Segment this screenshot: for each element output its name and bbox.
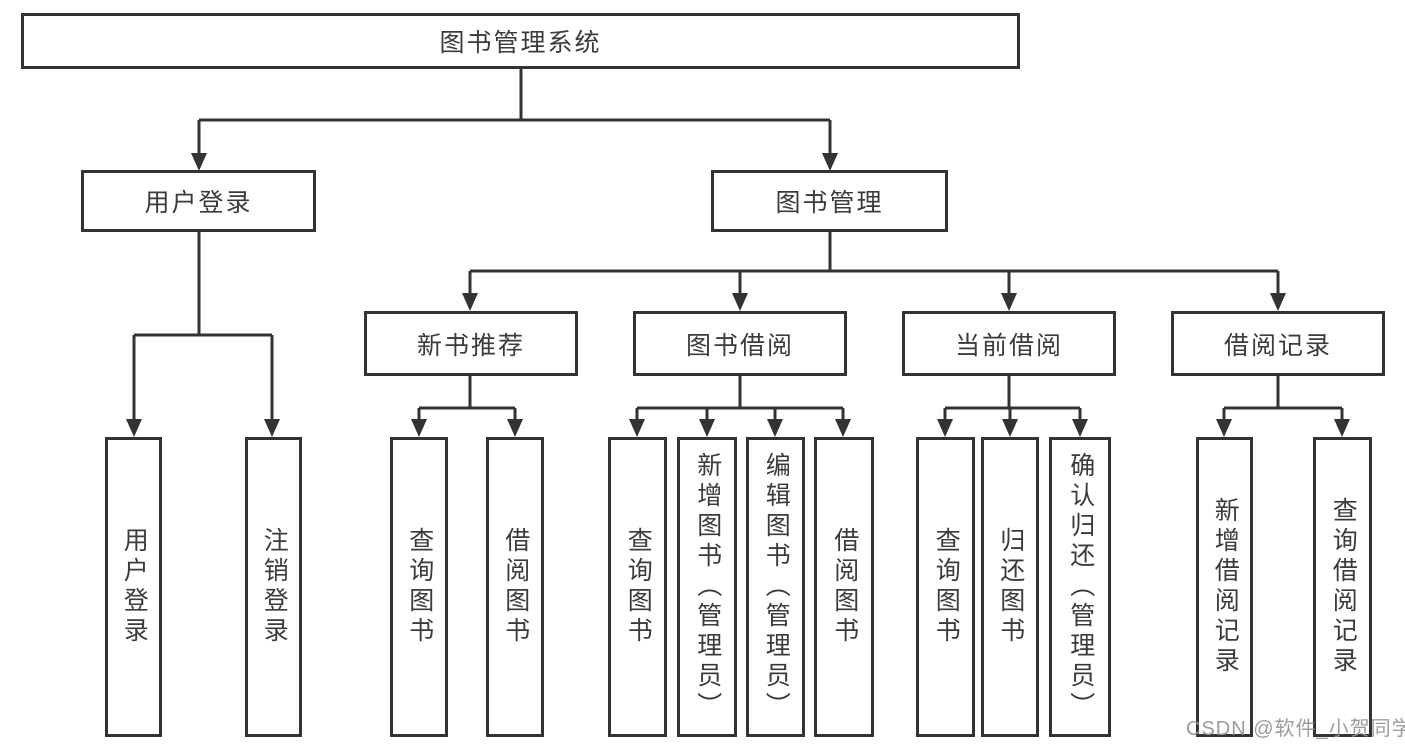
- connector-line: [635, 376, 845, 421]
- node-bb-query-books: 查询图书: [608, 437, 667, 737]
- arrow-down-icon: [507, 419, 523, 437]
- node-bb-edit-books-admin: 编辑图书（管理员）: [746, 437, 805, 737]
- connector-borrowing-records-to-leaves: [1216, 376, 1350, 437]
- node-bb-borrow-books: 借阅图书: [814, 437, 874, 737]
- node-library-management-system: 图书管理系统: [21, 13, 1020, 69]
- node-label: 查询借阅记录: [1329, 497, 1358, 677]
- node-current-borrowing: 当前借阅: [902, 311, 1116, 376]
- node-label: 确认归还（管理员）: [1066, 452, 1095, 722]
- node-rec-borrow-books: 借阅图书: [486, 437, 544, 737]
- node-user-login: 用户登录: [81, 170, 316, 232]
- node-label: 查询图书: [932, 527, 961, 647]
- connector-book-management-to-level3: [462, 232, 1286, 311]
- arrow-down-icon: [126, 419, 142, 437]
- arrow-down-icon: [822, 153, 838, 171]
- node-label: 借阅图书: [501, 527, 530, 647]
- csdn-watermark: CSDN @软件_小贺同学: [1186, 718, 1405, 740]
- node-label: 归还图书: [996, 527, 1025, 647]
- arrow-down-icon: [1001, 293, 1017, 311]
- node-label: 编辑图书（管理员）: [762, 452, 791, 722]
- arrow-down-icon: [767, 419, 783, 437]
- node-label: 新增借阅记录: [1211, 497, 1240, 677]
- arrow-down-icon: [1334, 419, 1350, 437]
- node-cb-confirm-return-admin: 确认归还（管理员）: [1049, 437, 1111, 737]
- node-rec-query-books: 查询图书: [390, 437, 448, 737]
- node-new-book-recommendation: 新书推荐: [364, 311, 578, 376]
- node-cb-query-books: 查询图书: [916, 437, 975, 737]
- connector-current-borrowing-to-leaves: [937, 376, 1088, 437]
- connector-line: [1222, 376, 1344, 421]
- arrow-down-icon: [1002, 419, 1018, 437]
- arrow-down-icon: [264, 419, 280, 437]
- connector-line: [943, 376, 1082, 421]
- node-label: 借阅图书: [830, 527, 859, 647]
- node-leaf-logout: 注销登录: [245, 437, 302, 737]
- node-label: 注销登录: [260, 527, 289, 647]
- connector-new-book-rec-to-leaves: [411, 376, 523, 437]
- arrow-down-icon: [1270, 293, 1286, 311]
- node-label: 新增图书（管理员）: [693, 452, 722, 722]
- connector-line: [197, 69, 832, 154]
- node-label: 查询图书: [405, 527, 434, 647]
- node-leaf-user-login: 用户登录: [105, 437, 162, 737]
- connector-user-login-to-leaves: [126, 232, 280, 437]
- arrow-down-icon: [937, 419, 953, 437]
- arrow-down-icon: [191, 153, 207, 171]
- node-bb-add-books-admin: 新增图书（管理员）: [677, 437, 737, 737]
- arrow-down-icon: [1216, 419, 1232, 437]
- node-br-query-record: 查询借阅记录: [1313, 437, 1372, 737]
- arrow-down-icon: [1072, 419, 1088, 437]
- node-borrowing-records: 借阅记录: [1171, 311, 1385, 376]
- arrow-down-icon: [411, 419, 427, 437]
- connector-line: [132, 232, 274, 421]
- node-br-add-record: 新增借阅记录: [1196, 437, 1253, 737]
- arrow-down-icon: [462, 293, 478, 311]
- arrow-down-icon: [699, 419, 715, 437]
- arrow-down-icon: [732, 293, 748, 311]
- node-cb-return-books: 归还图书: [981, 437, 1039, 737]
- node-label: 用户登录: [120, 527, 149, 647]
- node-book-management: 图书管理: [711, 170, 948, 232]
- connector-line: [468, 232, 1280, 295]
- arrow-down-icon: [835, 419, 851, 437]
- connector-root-to-level2: [191, 69, 838, 171]
- connector-line: [417, 376, 517, 421]
- node-label: 查询图书: [624, 527, 653, 647]
- connector-book-borrowing-to-leaves: [629, 376, 851, 437]
- arrow-down-icon: [629, 419, 645, 437]
- node-book-borrowing: 图书借阅: [633, 311, 847, 376]
